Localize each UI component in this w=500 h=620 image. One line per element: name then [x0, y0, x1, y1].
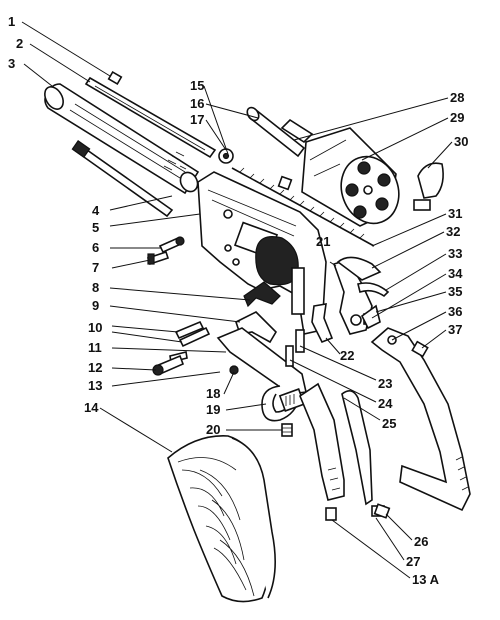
label-11: 11: [88, 340, 102, 355]
label-29: 29: [450, 110, 464, 125]
label-22: 22: [340, 348, 354, 363]
part-13a-screw: [325, 507, 337, 521]
part-15-base-pin: [246, 106, 306, 158]
part-14-grip: [167, 435, 276, 603]
part-30-loading-gate: [413, 162, 444, 211]
label-23: 23: [378, 376, 392, 391]
part-16-part: [218, 148, 234, 164]
label-36: 36: [448, 304, 462, 319]
leader-lines: [21, 21, 453, 579]
label-14: 14: [84, 400, 99, 415]
part-35-part: [360, 304, 381, 330]
label-19: 19: [206, 402, 220, 417]
label-1: 1: [8, 14, 15, 29]
label-27: 27: [406, 554, 420, 569]
label-33: 33: [448, 246, 462, 261]
label-28: 28: [450, 90, 464, 105]
label-6: 6: [92, 240, 99, 255]
label-21: 21: [316, 234, 330, 249]
part-1-screw: [107, 70, 123, 86]
label-2: 2: [16, 36, 23, 51]
part-31-rod: [231, 167, 375, 247]
part-32-spur: [336, 256, 382, 281]
label-8: 8: [92, 280, 99, 295]
part-6-screw: [158, 236, 185, 254]
label-17: 17: [190, 112, 204, 127]
part-19-trigger-guard: [261, 385, 306, 422]
label-34: 34: [448, 266, 463, 281]
label-7: 7: [92, 260, 99, 275]
label-15: 15: [190, 78, 204, 93]
label-32: 32: [446, 224, 460, 239]
part-7-screw: [146, 250, 170, 266]
part-4-ejector-rod: [71, 140, 174, 218]
part-front-strap: [299, 382, 345, 501]
label-4: 4: [92, 203, 100, 218]
part-25-mainspring: [341, 390, 373, 506]
label-3: 3: [8, 56, 15, 71]
label-18: 18: [206, 386, 220, 401]
part-2-ejector-housing: [84, 76, 217, 159]
part-37-screw: [411, 340, 429, 358]
part-8-hand: [243, 281, 281, 308]
part-17-part: [277, 175, 293, 191]
part-33-spring: [357, 282, 390, 298]
part-10-screws: [174, 320, 211, 348]
label-10: 10: [88, 320, 102, 335]
part-28-pin: [280, 118, 314, 144]
label-5: 5: [92, 220, 99, 235]
part-12-screw: [152, 354, 185, 376]
label-35: 35: [448, 284, 462, 299]
label-26: 26: [414, 534, 428, 549]
part-22-trigger: [311, 303, 334, 344]
label-12: 12: [88, 360, 102, 375]
label-24: 24: [378, 396, 393, 411]
label-25: 25: [382, 416, 396, 431]
part-18-pin: [229, 365, 239, 375]
label-37: 37: [448, 322, 462, 337]
part-labels: 1 2 3 4 5 6 7 8 9 10 11 12 13 14 15 16 1…: [8, 14, 468, 587]
label-13: 13: [88, 378, 102, 393]
part-23-24-pins: [285, 329, 305, 367]
label-9: 9: [92, 298, 99, 313]
part-3-barrel: [44, 83, 200, 195]
part-20-screw: [281, 423, 293, 437]
label-20: 20: [206, 422, 220, 437]
part-29-cylinder: [301, 127, 400, 227]
label-16: 16: [190, 96, 204, 111]
label-30: 30: [454, 134, 468, 149]
label-31: 31: [448, 206, 462, 221]
part-5-frame: [197, 171, 327, 335]
label-13a: 13 A: [412, 572, 440, 587]
